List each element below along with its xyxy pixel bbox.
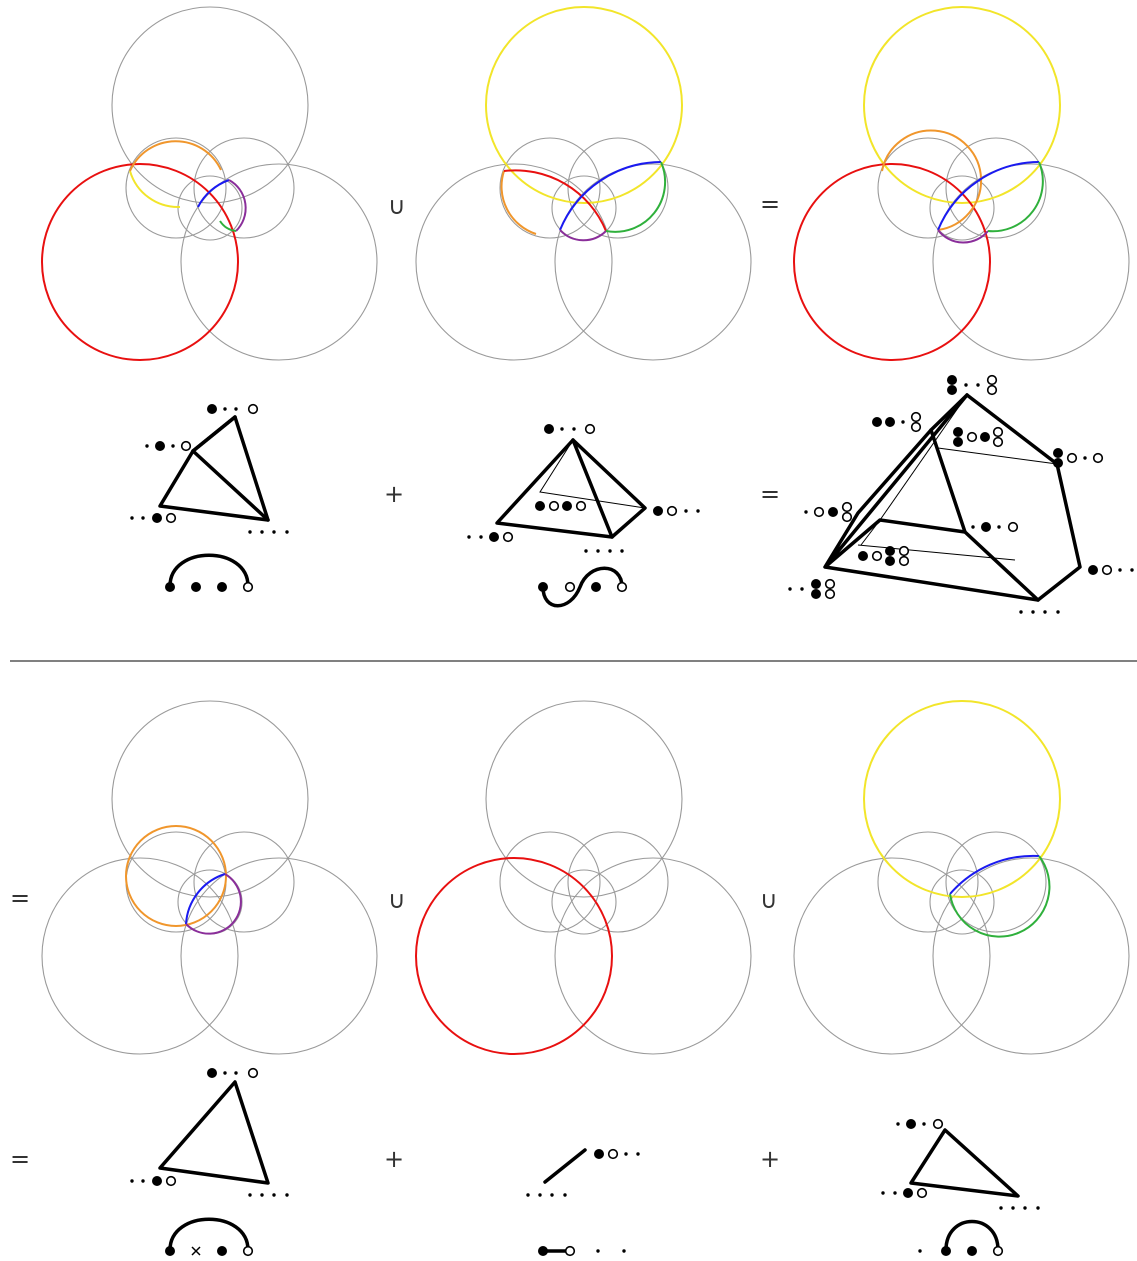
venn-panel-1 — [41, 6, 378, 361]
vertex-label-right — [248, 1193, 289, 1197]
orange-arc — [500, 170, 537, 235]
yellow-circle — [863, 700, 1061, 898]
venn-panel-3 — [793, 6, 1130, 361]
polytope-5 — [526, 1148, 640, 1257]
vertex-label-inner-top — [953, 426, 1004, 448]
purple-arc — [559, 229, 607, 242]
polytope-3 — [788, 374, 1134, 614]
union-operator: ∪ — [388, 886, 406, 914]
vertex-label-bottom-right — [248, 530, 289, 534]
vertex-label-left — [526, 1193, 567, 1197]
green-arc — [949, 855, 1051, 938]
arc-diagram-6 — [918, 1219, 1004, 1257]
red-circle — [41, 163, 239, 361]
green-arc — [987, 161, 1044, 233]
arc-diagram-2 — [538, 566, 628, 608]
vertex-label-left — [804, 501, 853, 523]
vertex-label-center — [971, 521, 1019, 533]
venn-panel-6 — [793, 700, 1130, 1055]
vertex-label-bottom-left — [130, 512, 177, 524]
blue-arc — [937, 161, 1040, 231]
purple-arc — [185, 873, 242, 935]
vertex-label-right-top — [1053, 448, 1104, 468]
vertex-label-right-bottom — [1088, 564, 1134, 576]
arc-diagram-5 — [538, 1245, 626, 1257]
cross-icon — [191, 1246, 201, 1256]
red-arc — [503, 169, 607, 232]
plus-operator: + — [760, 1145, 780, 1173]
vertex-label-right — [653, 505, 700, 517]
vertex-label-top — [896, 1118, 944, 1130]
polytope-1 — [130, 403, 289, 593]
polytope-2 — [467, 423, 700, 608]
red-circle — [793, 163, 991, 361]
union-operator: ∪ — [760, 886, 778, 914]
vertex-label-upper-left — [872, 411, 922, 433]
vertex-label-right — [999, 1206, 1040, 1210]
equals-operator: = — [760, 190, 780, 218]
venn-panel-5 — [415, 700, 752, 1055]
equals-operator: = — [10, 1145, 30, 1173]
red-circle — [415, 857, 613, 1055]
vertex-label-left — [881, 1187, 928, 1199]
vertex-label-right — [594, 1148, 640, 1160]
blue-arc — [559, 161, 662, 231]
vertex-label-bottom — [584, 549, 624, 553]
blue-arc — [185, 873, 226, 925]
arc-diagram-4 — [165, 1217, 254, 1257]
union-operator: ∪ — [388, 192, 406, 220]
vertex-label-left — [145, 440, 192, 452]
venn-panel-2 — [415, 6, 752, 361]
plus-operator: + — [384, 1145, 404, 1173]
orange-circle — [125, 825, 227, 927]
orange-arc — [129, 140, 222, 172]
purple-arc — [228, 179, 247, 232]
plus-operator: + — [384, 480, 404, 508]
blue-arc — [197, 179, 230, 208]
vertex-label-bottom-left — [788, 578, 836, 600]
vertex-label-top — [207, 1067, 259, 1079]
vertex-label-inner — [535, 500, 587, 512]
green-arc — [605, 161, 667, 233]
yellow-circle — [863, 6, 1061, 204]
arc-diagram-1 — [165, 553, 254, 593]
polytope-4 — [130, 1067, 289, 1257]
equals-operator: = — [760, 480, 780, 508]
orange-arc — [881, 129, 983, 231]
vertex-label-left — [130, 1175, 177, 1187]
vertex-label-bottom — [1019, 610, 1060, 614]
blue-arc — [949, 854, 1040, 895]
polytope-6 — [881, 1118, 1040, 1257]
vertex-label-inner-bottom — [858, 545, 910, 567]
venn-panel-4 — [41, 700, 378, 1055]
vertex-label-top — [947, 374, 998, 396]
equals-operator: = — [10, 884, 30, 912]
purple-arc — [937, 229, 989, 244]
vertex-label-top — [544, 423, 596, 435]
vertex-label-top — [207, 403, 259, 415]
yellow-arc — [129, 170, 181, 209]
vertex-label-left — [467, 531, 514, 543]
green-arc — [219, 220, 237, 232]
yellow-circle — [485, 6, 683, 204]
